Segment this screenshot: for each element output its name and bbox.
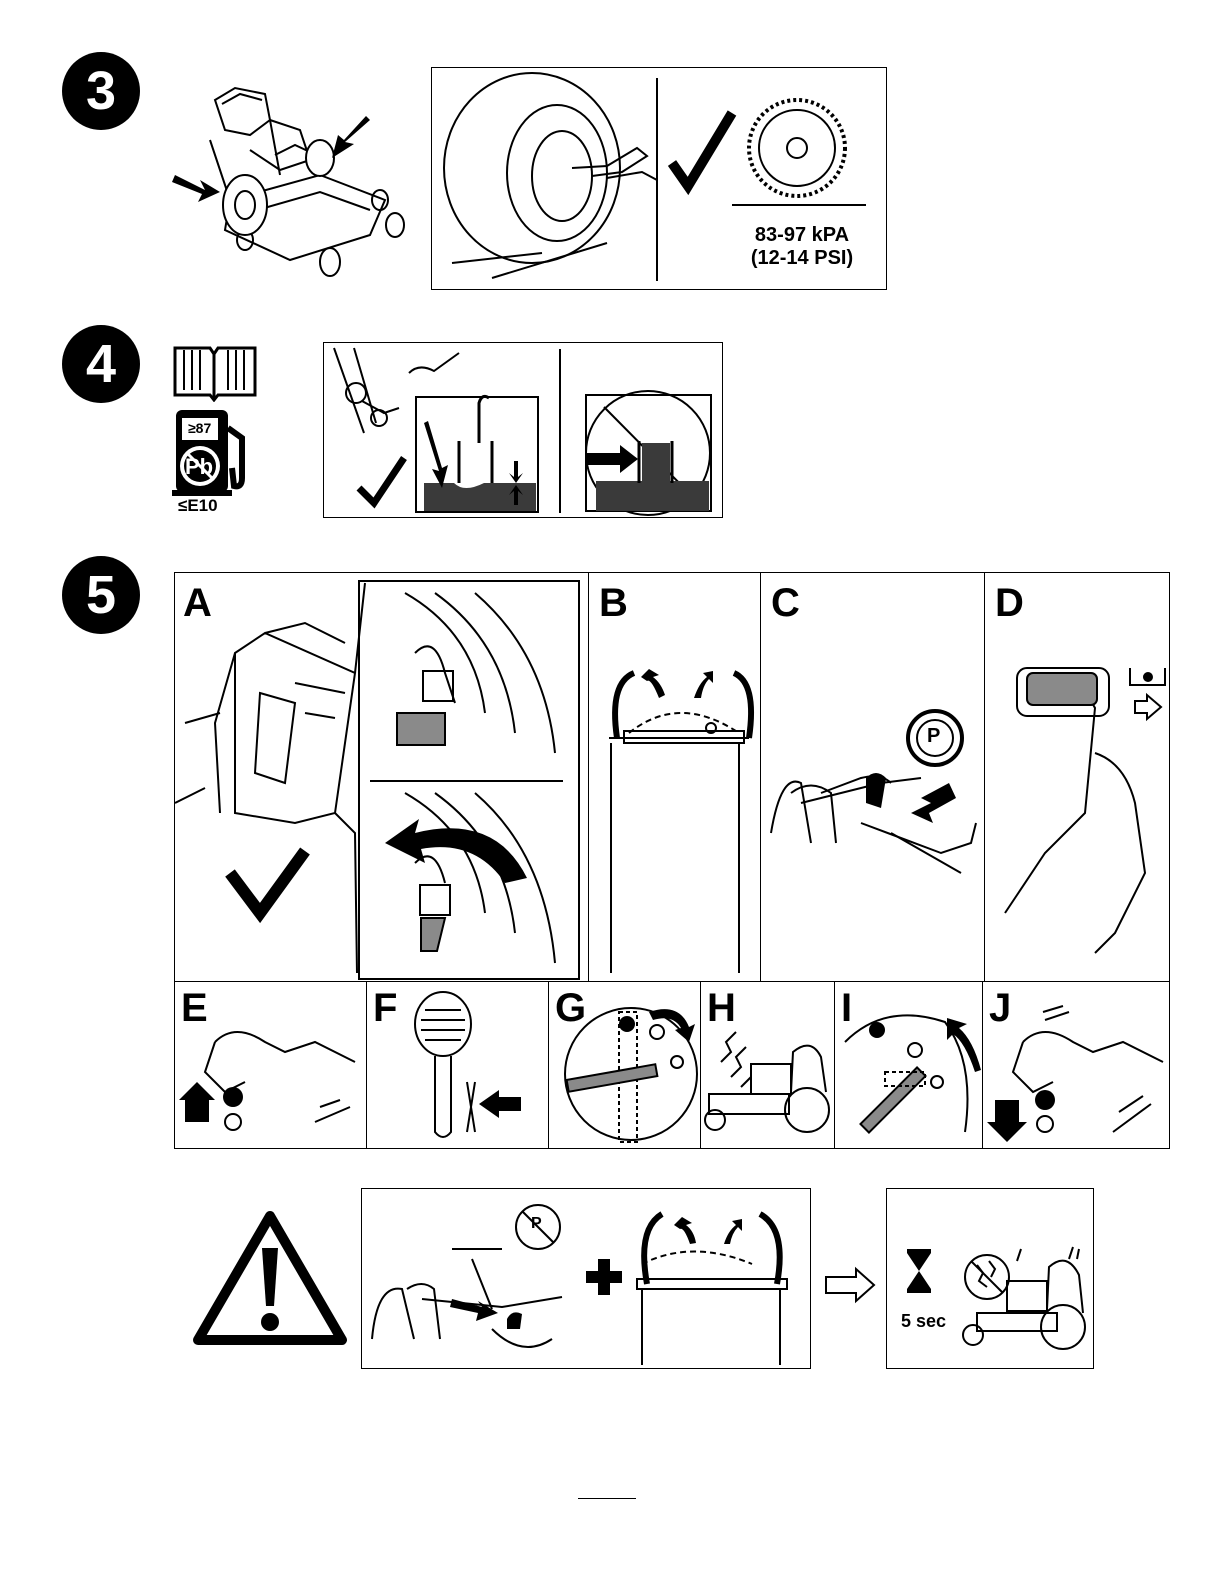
step-number: 4 [86,333,116,395]
panel-b: B [588,572,762,982]
step-4-badge: 4 [62,325,140,403]
panel-a: A [174,572,590,982]
ethanol-limit: ≤E10 [178,496,218,516]
step-5-badge: 5 [62,556,140,634]
panel-j: J [982,981,1170,1149]
unleaded-symbol: Pb [185,454,213,480]
mower-illustration [170,80,410,280]
panel-d: D [984,572,1170,982]
page-rule [578,1498,636,1499]
fuel-pump-icon: ≥87 Pb ≤E10 [170,408,262,516]
wait-panel: 5 sec [886,1188,1094,1369]
warning-triangle-icon [190,1208,350,1348]
fuel-level-panel [323,342,723,518]
step-3-badge: 3 [62,52,140,130]
parking-brake-symbol: P [927,725,940,748]
next-arrow-icon [822,1265,878,1305]
panel-c: C P [760,572,986,982]
pressure-psi: (12-14 PSI) [732,247,872,270]
panel-e: E [174,981,368,1149]
step-number: 3 [86,60,116,122]
panel-h: H [700,981,836,1149]
book-icon [170,340,260,402]
octane-rating: ≥87 [188,420,211,436]
wait-time: 5 sec [901,1311,946,1332]
pressure-kpa: 83-97 kPA [732,224,872,247]
panel-g: G [548,981,702,1149]
park-symbol: P [531,1215,542,1233]
tire-pressure-panel: 83-97 kPA (12-14 PSI) [431,67,887,290]
panel-i: I [834,981,984,1149]
step-number: 5 [86,564,116,626]
panel-f: F [366,981,550,1149]
brake-release-panel: P [361,1188,811,1369]
